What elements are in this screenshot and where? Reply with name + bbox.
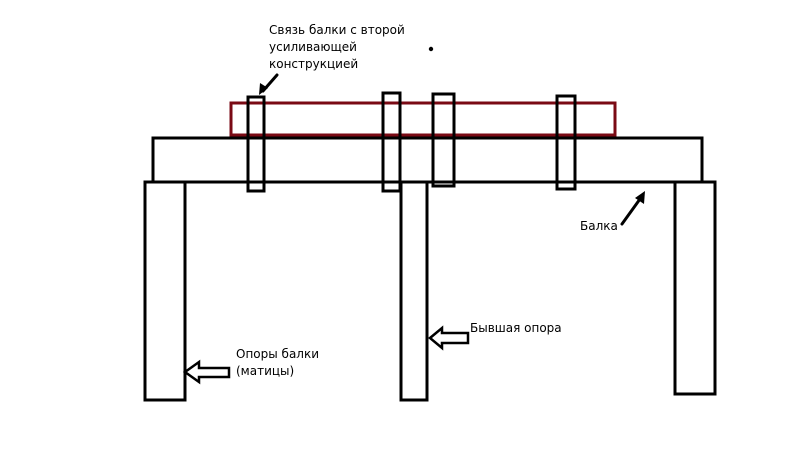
reinforcing-structure: [229, 101, 617, 137]
label-former-support: Бывшая опора: [470, 321, 562, 335]
stray-dot: [428, 46, 434, 52]
arrow-beam: [620, 191, 645, 226]
label-beam-connection: Связь балки с второй усиливающей констру…: [269, 23, 409, 71]
label-beam-connection-line-2: усиливающей: [269, 40, 357, 54]
clamp-1: [246, 95, 266, 193]
clamp-4: [555, 94, 577, 191]
beam: [151, 136, 704, 184]
clamp-3: [431, 92, 456, 188]
label-beam-supports-line-2: (матицы): [236, 364, 294, 378]
label-beam-supports-line-1: Опоры балки: [236, 347, 319, 361]
support-right: [673, 180, 717, 396]
support-left: [143, 180, 187, 402]
clamp-2: [381, 91, 402, 193]
label-beam-supports: Опоры балки (матицы): [236, 347, 323, 378]
label-beam-connection-line-3: конструкцией: [269, 57, 358, 71]
arrow-beam-supports: [182, 359, 231, 385]
arrow-connection: [259, 73, 279, 95]
support-former-middle: [399, 180, 429, 402]
label-beam: Балка: [580, 219, 618, 233]
label-beam-connection-line-1: Связь балки с второй: [269, 23, 405, 37]
arrow-former-support: [428, 325, 470, 351]
